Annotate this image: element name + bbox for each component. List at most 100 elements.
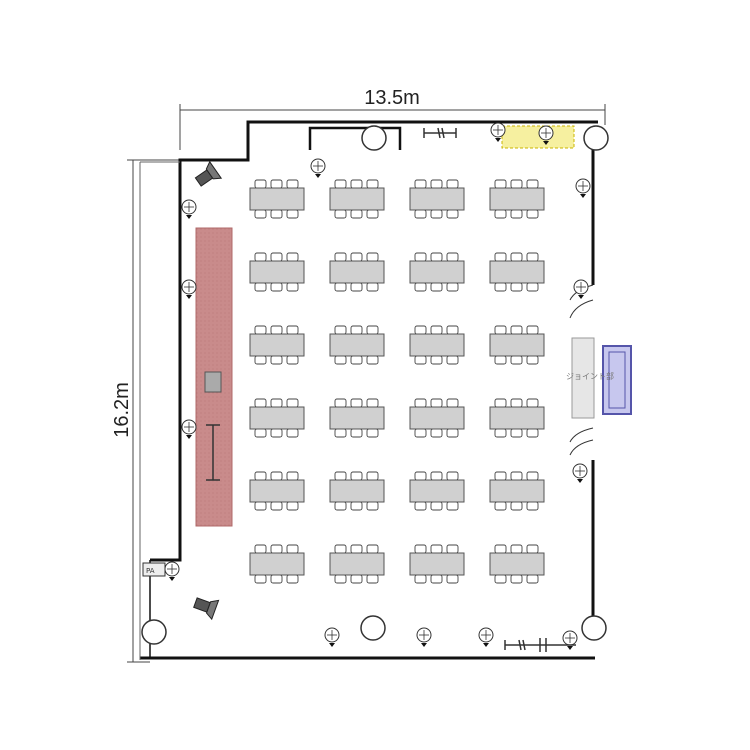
chair xyxy=(430,398,443,408)
chair xyxy=(254,325,267,335)
table xyxy=(249,187,305,211)
chair xyxy=(334,398,347,408)
chair xyxy=(430,471,443,481)
chair xyxy=(526,574,539,584)
table-set xyxy=(249,544,305,584)
chair xyxy=(446,471,459,481)
table xyxy=(409,406,465,430)
chair xyxy=(510,574,523,584)
chair xyxy=(350,574,363,584)
table-set xyxy=(409,544,465,584)
chair xyxy=(254,355,267,365)
table xyxy=(409,187,465,211)
chair xyxy=(334,325,347,335)
chair xyxy=(414,282,427,292)
chair xyxy=(494,501,507,511)
dimension-width: 13.5m xyxy=(179,87,606,150)
chair xyxy=(526,325,539,335)
chair xyxy=(446,325,459,335)
table-set xyxy=(249,398,305,438)
chair xyxy=(494,428,507,438)
chair xyxy=(270,355,283,365)
chair xyxy=(526,398,539,408)
table-set xyxy=(249,471,305,511)
chair xyxy=(430,179,443,189)
chair xyxy=(510,209,523,219)
chair xyxy=(350,544,363,554)
chair xyxy=(350,355,363,365)
table xyxy=(329,552,385,576)
height-dimension-label: 16.2m xyxy=(111,382,133,438)
chair xyxy=(254,501,267,511)
table-set xyxy=(409,398,465,438)
chair xyxy=(414,501,427,511)
chair xyxy=(366,179,379,189)
table xyxy=(249,260,305,284)
microphone-stand xyxy=(206,424,220,481)
chair xyxy=(254,252,267,262)
chair xyxy=(510,325,523,335)
chair xyxy=(494,574,507,584)
chair xyxy=(430,501,443,511)
table-set xyxy=(249,179,305,219)
table xyxy=(489,260,545,284)
speaker-bottom-left xyxy=(193,597,220,621)
chair xyxy=(334,428,347,438)
chair xyxy=(494,252,507,262)
side-partition-inner xyxy=(608,351,626,409)
chair xyxy=(286,471,299,481)
chair xyxy=(270,325,283,335)
chair xyxy=(510,471,523,481)
table-set xyxy=(249,325,305,365)
chair xyxy=(414,209,427,219)
table-set xyxy=(489,325,545,365)
chair xyxy=(510,252,523,262)
chair xyxy=(350,209,363,219)
table xyxy=(329,406,385,430)
chair xyxy=(526,252,539,262)
table-set xyxy=(489,471,545,511)
joint-label: ジョイント部 xyxy=(566,371,614,381)
chair xyxy=(526,209,539,219)
chair xyxy=(350,252,363,262)
chair xyxy=(270,501,283,511)
chair xyxy=(510,179,523,189)
chair xyxy=(270,209,283,219)
chair xyxy=(286,209,299,219)
table-set xyxy=(249,252,305,292)
chair xyxy=(286,501,299,511)
chair xyxy=(254,471,267,481)
chair xyxy=(430,282,443,292)
chair xyxy=(350,428,363,438)
chair xyxy=(446,355,459,365)
chair xyxy=(414,428,427,438)
chair xyxy=(254,428,267,438)
chair xyxy=(446,574,459,584)
chair xyxy=(494,398,507,408)
chair xyxy=(366,398,379,408)
chair xyxy=(494,179,507,189)
table-set xyxy=(329,252,385,292)
pa-label: PA xyxy=(146,567,155,575)
chair xyxy=(270,428,283,438)
table-set xyxy=(489,179,545,219)
chair xyxy=(510,544,523,554)
chair xyxy=(446,428,459,438)
chair xyxy=(254,209,267,219)
table-set xyxy=(489,544,545,584)
joint-panel xyxy=(571,337,595,419)
chair xyxy=(334,179,347,189)
speaker-top-left xyxy=(194,160,223,187)
chair xyxy=(286,428,299,438)
chair xyxy=(526,179,539,189)
chair xyxy=(286,179,299,189)
chair xyxy=(254,398,267,408)
chair xyxy=(366,282,379,292)
width-dimension-label: 13.5m xyxy=(364,87,420,109)
chair xyxy=(446,544,459,554)
chair xyxy=(334,574,347,584)
chair xyxy=(350,398,363,408)
chair xyxy=(350,501,363,511)
chair xyxy=(286,574,299,584)
